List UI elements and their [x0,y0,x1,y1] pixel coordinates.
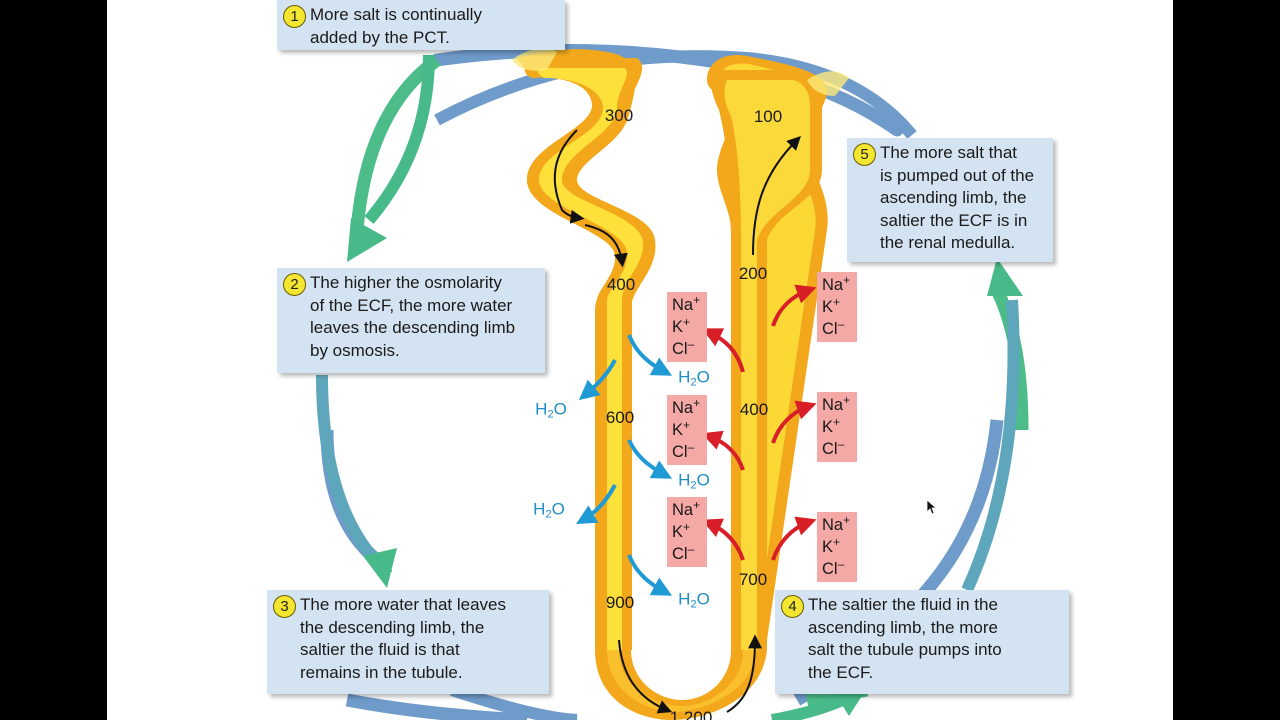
step-5-text: The more salt that is pumped out of the … [880,143,1035,252]
step-5-box: 5 The more salt that is pumped out of th… [847,138,1053,262]
chloride-ion-label: Cl– [822,317,845,338]
potassium-ion-label: K+ [822,295,841,316]
cycle-arrow-2 [316,374,380,564]
chloride-ion-label: Cl– [672,440,695,461]
water-label: H2O [678,367,710,389]
ion-box: Na+ K+ Cl– [817,392,857,462]
loop-of-henle [512,48,849,720]
step-4-box: 4 The saltier the fluid in the ascending… [775,590,1069,694]
mouse-cursor-icon [927,500,937,515]
chloride-ion-label: Cl– [672,337,695,358]
water-arrows [576,334,673,596]
sodium-ion-label: Na+ [672,498,701,519]
step-3-text: The more water that leaves the descendin… [300,595,506,682]
osmolarity-descending-900: 900 [605,593,635,612]
osmolarity-ascending-200: 200 [738,264,768,283]
ion-box: Na+ K+ Cl– [667,395,707,465]
cycle-arrow-3 [450,684,578,720]
chloride-ion-label: Cl– [672,542,695,563]
sodium-ion-label: Na+ [822,393,851,414]
potassium-ion-label: K+ [672,315,691,336]
ion-box: Na+ K+ Cl– [817,512,857,582]
ion-box: Na+ K+ Cl– [817,272,857,342]
osmolarity-ascending-700: 700 [738,570,768,589]
osmolarity-ascending-400: 400 [739,400,769,419]
water-label: H2O [535,399,567,421]
potassium-ion-label: K+ [822,415,841,436]
chloride-ion-label: Cl– [822,557,845,578]
diagram-canvas: 1 More salt is continually added by the … [107,0,1173,720]
osmolarity-descending-600: 600 [605,408,635,427]
step-5-badge: 5 [853,143,876,166]
ion-arrows [701,284,817,561]
step-2-box: 2 The higher the osmolarity of the ECF, … [277,268,545,373]
potassium-ion-label: K+ [672,520,691,541]
osmolarity-descending-400: 400 [606,275,636,294]
sodium-ion-label: Na+ [672,396,701,417]
step-4-badge: 4 [781,595,804,618]
step-4-text: The saltier the fluid in the ascending l… [808,595,1002,682]
ion-box: Na+ K+ Cl– [667,497,707,567]
step-1-box: 1 More salt is continually added by the … [277,0,565,50]
sodium-ion-label: Na+ [822,513,851,534]
cycle-arrow-1 [364,54,435,224]
water-label: H2O [678,589,710,611]
water-label: H2O [678,470,710,492]
flow-arrows [553,129,801,714]
ion-box: Na+ K+ Cl– [667,292,707,362]
step-3-badge: 3 [273,595,296,618]
cycle-arrow-top [434,50,917,139]
step-3-box: 3 The more water that leaves the descend… [267,590,549,694]
step-2-text: The higher the osmolarity of the ECF, th… [310,273,516,360]
chloride-ion-label: Cl– [822,437,845,458]
potassium-ion-label: K+ [672,418,691,439]
water-label: H2O [533,499,565,521]
osmolarity-descending-300: 300 [604,106,634,125]
step-1-text: More salt is continually added by the PC… [310,5,482,47]
step-1-badge: 1 [283,5,306,28]
step-2-badge: 2 [283,273,306,296]
osmolarity-bottom: 1,200 [669,708,713,720]
loop-of-henle-diagram [316,43,1029,720]
osmolarity-ascending-100: 100 [753,107,783,126]
potassium-ion-label: K+ [822,535,841,556]
cycle-arrow-5 [961,299,1020,593]
sodium-ion-label: Na+ [822,273,851,294]
sodium-ion-label: Na+ [672,293,701,314]
